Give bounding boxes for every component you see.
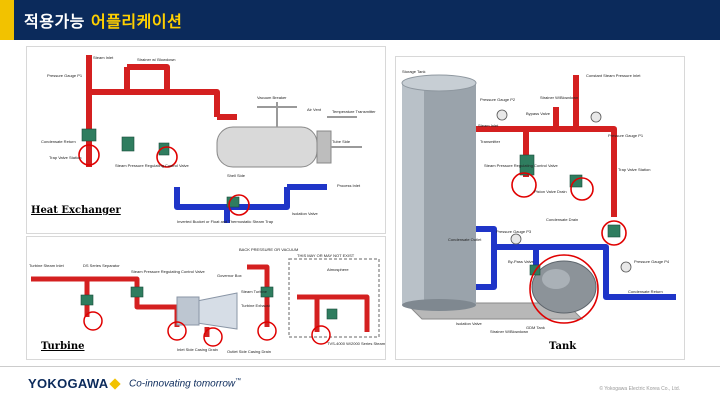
- diamond-icon: [109, 378, 121, 390]
- title-prefix: 적용가능: [24, 12, 85, 31]
- svg-text:Process Inlet: Process Inlet: [337, 183, 361, 188]
- svg-text:Isolation Valve: Isolation Valve: [456, 321, 482, 326]
- svg-text:Pressure Gauge P4: Pressure Gauge P4: [634, 259, 670, 264]
- footer-divider: [0, 366, 720, 367]
- svg-text:Strainer W/Blowdown: Strainer W/Blowdown: [490, 329, 528, 334]
- svg-text:Bypass Valve: Bypass Valve: [526, 111, 551, 116]
- heat-exchanger-caption: Heat Exchanger: [31, 205, 121, 216]
- tank-diagram: Storage Tank Constant Steam Pressure Inl…: [395, 56, 685, 360]
- svg-text:Steam Pressure Regulating Cont: Steam Pressure Regulating Control Valve: [115, 163, 190, 168]
- copyright-text: © Yokogawa Electric Korea Co., Ltd.: [599, 386, 680, 392]
- svg-text:Inverted Bucket or Float and T: Inverted Bucket or Float and Thermostati…: [177, 219, 274, 224]
- storage-tank-body: [401, 74, 477, 311]
- svg-text:Steam Inlet: Steam Inlet: [478, 123, 499, 128]
- svg-text:Piston Valve Drain: Piston Valve Drain: [534, 189, 567, 194]
- svg-text:Pressure Gauge P1: Pressure Gauge P1: [47, 73, 83, 78]
- header-accent-bar: [0, 0, 14, 40]
- svg-text:Atmosphere: Atmosphere: [327, 267, 349, 272]
- slide-title: 적용가능 어플리케이션: [24, 8, 182, 32]
- svg-text:Transmitter: Transmitter: [480, 139, 501, 144]
- svg-text:Trap Valve Station: Trap Valve Station: [49, 155, 81, 160]
- svg-text:Condensate Outlet: Condensate Outlet: [448, 237, 482, 242]
- svg-text:Vacuum Breaker: Vacuum Breaker: [257, 95, 287, 100]
- tagline-text: Co-innovating tomorrow: [129, 378, 236, 390]
- svg-text:Shell Side: Shell Side: [227, 173, 246, 178]
- turbine-diagram: BACK PRESSURE OR VACUUM Turbine Steam In…: [26, 236, 386, 360]
- svg-text:Condensate Drain: Condensate Drain: [546, 217, 578, 222]
- svg-text:Trap Valve Station: Trap Valve Station: [618, 167, 650, 172]
- svg-text:THIS MAY OR MAY NOT EXIST: THIS MAY OR MAY NOT EXIST: [297, 253, 355, 258]
- svg-text:Turbine Steam Inlet: Turbine Steam Inlet: [29, 263, 65, 268]
- heat-exchanger-drawing: Steam Inlet Strainer w/ Blowdown Pressur…: [41, 55, 376, 224]
- trademark-mark: ™: [235, 378, 242, 384]
- svg-text:Condensate Return: Condensate Return: [628, 289, 663, 294]
- svg-text:Constant Steam Pressure Inlet: Constant Steam Pressure Inlet: [586, 73, 641, 78]
- svg-text:Steam Pressure Regulating Cont: Steam Pressure Regulating Control Valve: [484, 163, 559, 168]
- svg-text:Pressure Gauge P3: Pressure Gauge P3: [496, 229, 532, 234]
- title-highlight: 어플리케이션: [90, 12, 183, 31]
- svg-text:Strainer w/ Blowdown: Strainer w/ Blowdown: [137, 57, 175, 62]
- slide-header: 적용가능 어플리케이션: [0, 0, 720, 40]
- svg-text:By-Pass Valve: By-Pass Valve: [508, 259, 534, 264]
- svg-text:Inlet Side Casing Drain: Inlet Side Casing Drain: [177, 347, 218, 352]
- steam-turbine-body: [176, 292, 238, 330]
- yokogawa-logo: YOKOGAWA: [28, 376, 109, 391]
- svg-text:TVS-4000 W/2000 Series Steam T: TVS-4000 W/2000 Series Steam Trap: [327, 341, 385, 346]
- svg-text:Isolation Valve: Isolation Valve: [292, 211, 318, 216]
- heat-exchanger-diagram: Steam Inlet Strainer w/ Blowdown Pressur…: [26, 46, 386, 234]
- svg-text:Steam Inlet: Steam Inlet: [93, 55, 114, 60]
- svg-text:Turbine Exhaust: Turbine Exhaust: [241, 303, 271, 308]
- turbine-caption: Turbine: [41, 341, 85, 352]
- footer-tagline: Co-innovating tomorrow™: [129, 378, 241, 389]
- svg-text:Temperature Transmitter: Temperature Transmitter: [332, 109, 376, 114]
- svg-text:Outlet Side Casing Drain: Outlet Side Casing Drain: [227, 349, 271, 354]
- shell-tube-body: [216, 126, 332, 168]
- svg-text:Steam Turbine: Steam Turbine: [241, 289, 268, 294]
- svg-text:Air Vent: Air Vent: [307, 107, 322, 112]
- gdm-tank: [531, 260, 597, 314]
- svg-text:Condensate Return: Condensate Return: [41, 139, 76, 144]
- svg-text:DS Series Separator: DS Series Separator: [83, 263, 120, 268]
- svg-text:GDM Tank: GDM Tank: [526, 325, 545, 330]
- svg-text:BACK PRESSURE OR VACUUM: BACK PRESSURE OR VACUUM: [239, 247, 298, 252]
- turbine-drawing: BACK PRESSURE OR VACUUM Turbine Steam In…: [29, 247, 385, 354]
- svg-text:Strainer W/Blowdown: Strainer W/Blowdown: [540, 95, 578, 100]
- tank-caption: Tank: [549, 341, 577, 352]
- svg-text:Tube Side: Tube Side: [332, 139, 351, 144]
- svg-text:Governor Box: Governor Box: [217, 273, 242, 278]
- svg-text:Pressure Gauge P1: Pressure Gauge P1: [608, 133, 644, 138]
- svg-text:Pressure Gauge P2: Pressure Gauge P2: [480, 97, 516, 102]
- tank-drawing: Storage Tank Constant Steam Pressure Inl…: [401, 69, 676, 334]
- svg-text:Storage Tank: Storage Tank: [402, 69, 426, 74]
- svg-text:Steam Pressure Regulating Cont: Steam Pressure Regulating Control Valve: [131, 269, 206, 274]
